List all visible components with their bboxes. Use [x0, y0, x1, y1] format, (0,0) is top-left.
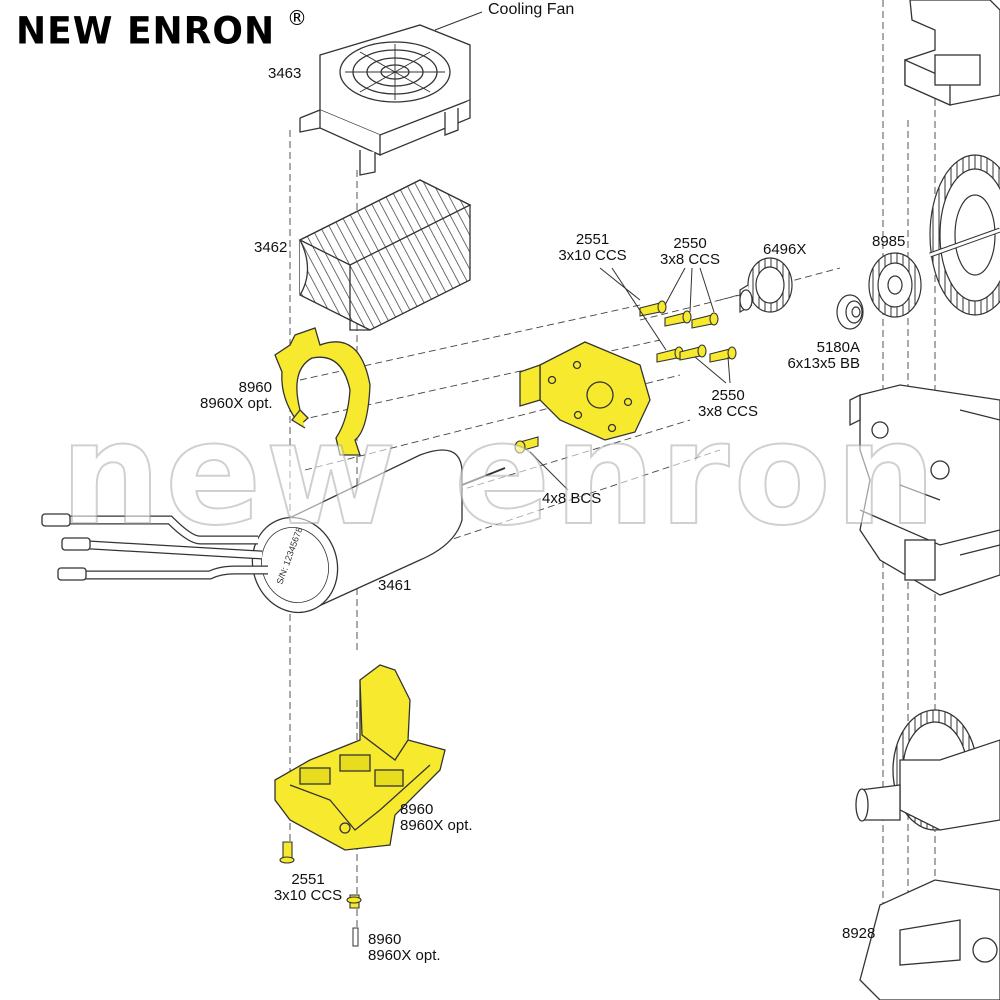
top-housing-part — [904, 0, 1000, 107]
label-2550-mid-line1: 2550 — [711, 387, 745, 404]
label-2551-top-line2: 3x10 CCS — [558, 247, 627, 264]
label-8960-pin-line2: 8960X opt. — [368, 947, 441, 964]
heat-sink-part — [298, 179, 472, 331]
motor-part: S/N: 12345678 — [41, 449, 506, 614]
differential-part — [855, 709, 1000, 831]
motor-mount-part — [274, 664, 446, 851]
label-8985: 8985 — [872, 233, 906, 250]
label-3462: 3462 — [254, 239, 288, 256]
label-8960-clip: 8960 8960X opt. — [200, 379, 273, 412]
spur-gear-part — [929, 154, 1000, 316]
callout-leaders — [529, 267, 731, 491]
label-2551-top-line1: 2551 — [575, 231, 610, 248]
screws-top — [279, 300, 737, 909]
label-2550-mid: 2550 3x8 CCS — [692, 388, 764, 420]
bottom-housing-part — [859, 879, 1000, 1000]
motor-clip-part — [274, 327, 371, 456]
label-6496x: 6496X — [763, 241, 807, 258]
gearbox-housing-part — [849, 384, 1000, 596]
motor-plate-part — [519, 341, 651, 441]
registered-mark: ® — [287, 6, 307, 30]
label-8960-pin-line1: 8960 — [368, 931, 402, 948]
pinion-gear-part — [739, 257, 793, 314]
label-8960-pin: 8960 8960X opt. — [368, 932, 441, 964]
label-3463: 3463 — [268, 65, 302, 82]
pin-part — [352, 927, 359, 947]
label-8960-mount: 8960 8960X opt. — [400, 802, 473, 834]
label-2550-mid-line2: 3x8 CCS — [697, 403, 759, 420]
bearing-part — [836, 294, 864, 330]
label-8928: 8928 — [842, 925, 876, 942]
label-5180a-line1: 5180A — [816, 339, 860, 356]
label-4x8-bcs: 4x8 BCS — [542, 490, 602, 507]
label-8960-clip-line2: 8960X opt. — [200, 395, 273, 412]
label-5180a: 5180A 6x13x5 BB — [780, 340, 860, 372]
label-2550-top-line1: 2550 — [673, 235, 707, 252]
label-2551-bottom: 2551 3x10 CCS — [268, 872, 348, 904]
label-2551-bottom-line2: 3x10 CCS — [273, 887, 343, 904]
label-cooling-fan: Cooling Fan — [488, 1, 575, 18]
label-8960-clip-line1: 8960 — [238, 379, 272, 396]
label-2550-top-line2: 3x8 CCS — [659, 251, 721, 268]
label-2551-bottom-line1: 2551 — [291, 871, 325, 888]
idler-gear-part — [868, 252, 922, 318]
brand-logo: NEW ENRON — [16, 10, 276, 54]
label-8960-mount-line2: 8960X opt. — [400, 817, 473, 834]
label-3461: 3461 — [378, 577, 412, 594]
label-8960-mount-line1: 8960 — [400, 801, 434, 818]
label-2550-top: 2550 3x8 CCS — [650, 236, 730, 268]
label-2551-top: 2551 3x10 CCS — [550, 232, 635, 264]
cooling-fan-part — [299, 24, 471, 176]
label-5180a-line2: 6x13x5 BB — [787, 355, 860, 372]
